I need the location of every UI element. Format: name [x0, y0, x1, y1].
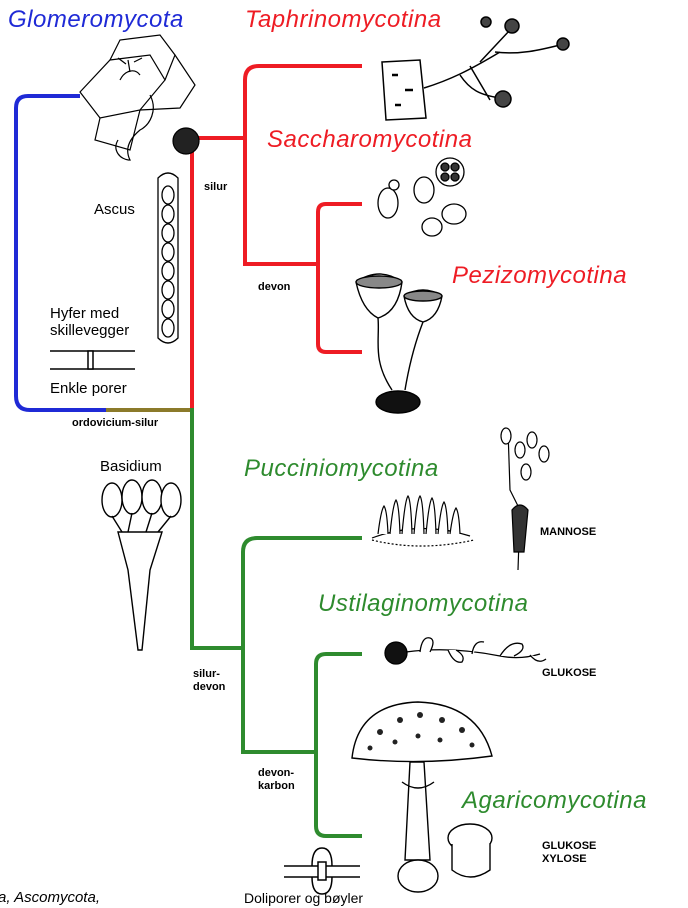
saccharo-branch — [318, 204, 360, 264]
ustilago-branch — [316, 654, 360, 752]
clade-taphrinomycotina: Taphrinomycotina — [245, 6, 442, 34]
period-silur-devon-line2: devon — [193, 681, 225, 694]
ustilago-agarico-stem — [243, 648, 316, 752]
label-hyfer-line1: Hyfer med — [50, 305, 119, 323]
period-devon-karbon-line2: karbon — [258, 780, 295, 793]
clade-ustilaginomycotina: Ustilaginomycotina — [318, 590, 528, 618]
basidiomycota-stem — [192, 410, 243, 648]
sugar-glukose-xylose-line1: GLUKOSE — [542, 840, 596, 853]
ustilaginomycotina-illustration — [385, 638, 546, 664]
sugar-mannose: MANNOSE — [540, 526, 596, 539]
sugar-glukose: GLUKOSE — [542, 667, 596, 680]
agarico-branch — [316, 752, 360, 836]
sugar-glukose-xylose-line2: XYLOSE — [542, 853, 587, 866]
clade-saccharomycotina: Saccharomycotina — [267, 126, 472, 154]
label-hyfer-line2: skillevegger — [50, 322, 129, 340]
pezizomycotina-illustration — [356, 274, 442, 413]
pucciniomycotina-illustration — [372, 428, 549, 570]
ascomycota-stem — [192, 138, 245, 410]
basidium-illustration — [102, 480, 181, 650]
period-silur-devon-line1: silur- — [193, 668, 220, 681]
dolipore-illustration — [284, 848, 360, 894]
period-silur: silur — [204, 181, 227, 194]
clade-pezizomycotina: Pezizomycotina — [452, 262, 627, 290]
label-basidium: Basidium — [100, 458, 162, 476]
period-ordovicium-silur: ordovicium-silur — [72, 417, 158, 430]
clade-glomeromycota: Glomeromycota — [8, 6, 184, 34]
glomeromycota-branch — [16, 96, 108, 410]
clade-pucciniomycotina: Pucciniomycotina — [244, 455, 439, 483]
clade-agaricomycotina: Agaricomycotina — [462, 787, 647, 815]
saccharomycotina-illustration — [378, 158, 466, 236]
simple-pore-illustration — [50, 351, 135, 369]
caption-fragment: a, Ascomycota, — [0, 889, 100, 906]
label-doliporer: Doliporer og bøyler — [244, 889, 363, 907]
pezizo-branch — [318, 264, 360, 352]
label-ascus: Ascus — [94, 201, 135, 219]
glomeromycota-illustration — [80, 35, 199, 160]
period-devon: devon — [258, 281, 290, 294]
label-enkle-porer: Enkle porer — [50, 380, 127, 398]
period-devon-karbon-line1: devon- — [258, 767, 294, 780]
saccharo-pezizo-stem — [245, 138, 318, 264]
ascus-illustration — [158, 173, 178, 343]
